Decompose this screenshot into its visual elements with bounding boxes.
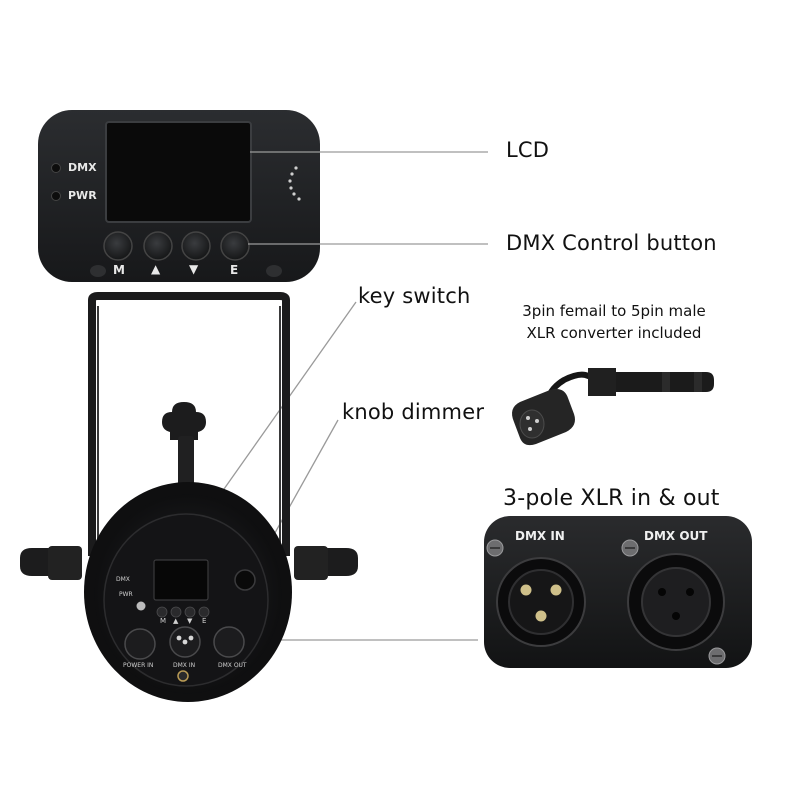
lcd-screen: [105, 121, 252, 223]
converter-note: 3pin femail to 5pin male XLR converter i…: [496, 300, 732, 344]
panel-button-m: M: [113, 263, 125, 277]
rear-button-up: ▲: [173, 617, 179, 625]
panel-button-down: ▼: [189, 262, 199, 276]
panel-indicator-pwr: PWR: [68, 189, 97, 202]
converter-note-line2: XLR converter included: [526, 324, 702, 342]
fixture-rear-view: [20, 292, 358, 702]
rear-indicator-pwr: PWR: [119, 591, 133, 598]
panel-button-e: E: [230, 263, 239, 277]
xlr-converter-cable: [512, 368, 714, 446]
rear-port-dmx-out: DMX OUT: [218, 662, 247, 669]
rear-port-dmx-in: DMX IN: [173, 662, 196, 669]
callout-knob-dimmer: knob dimmer: [342, 400, 485, 424]
rear-button-e: E: [202, 617, 207, 625]
rear-button-down: ▼: [187, 617, 193, 625]
panel-buttons: [103, 231, 250, 261]
rear-indicator-dmx: DMX: [116, 576, 130, 583]
converter-note-line1: 3pin femail to 5pin male: [522, 302, 706, 320]
rear-button-m: M: [160, 617, 167, 625]
callout-key-switch: key switch: [358, 284, 471, 308]
rear-port-power-in: POWER IN: [123, 662, 154, 669]
xlr-out-label: DMX OUT: [644, 529, 708, 543]
callout-xlr-in-out: 3-pole XLR in & out: [503, 486, 720, 511]
xlr-in-label: DMX IN: [515, 529, 565, 543]
panel-indicator-dmx: DMX: [68, 161, 97, 174]
callout-lcd: LCD: [506, 138, 550, 162]
callout-dmx-control-button: DMX Control button: [506, 231, 717, 255]
panel-button-up: ▲: [151, 262, 161, 276]
xlr-panel: [484, 516, 752, 668]
